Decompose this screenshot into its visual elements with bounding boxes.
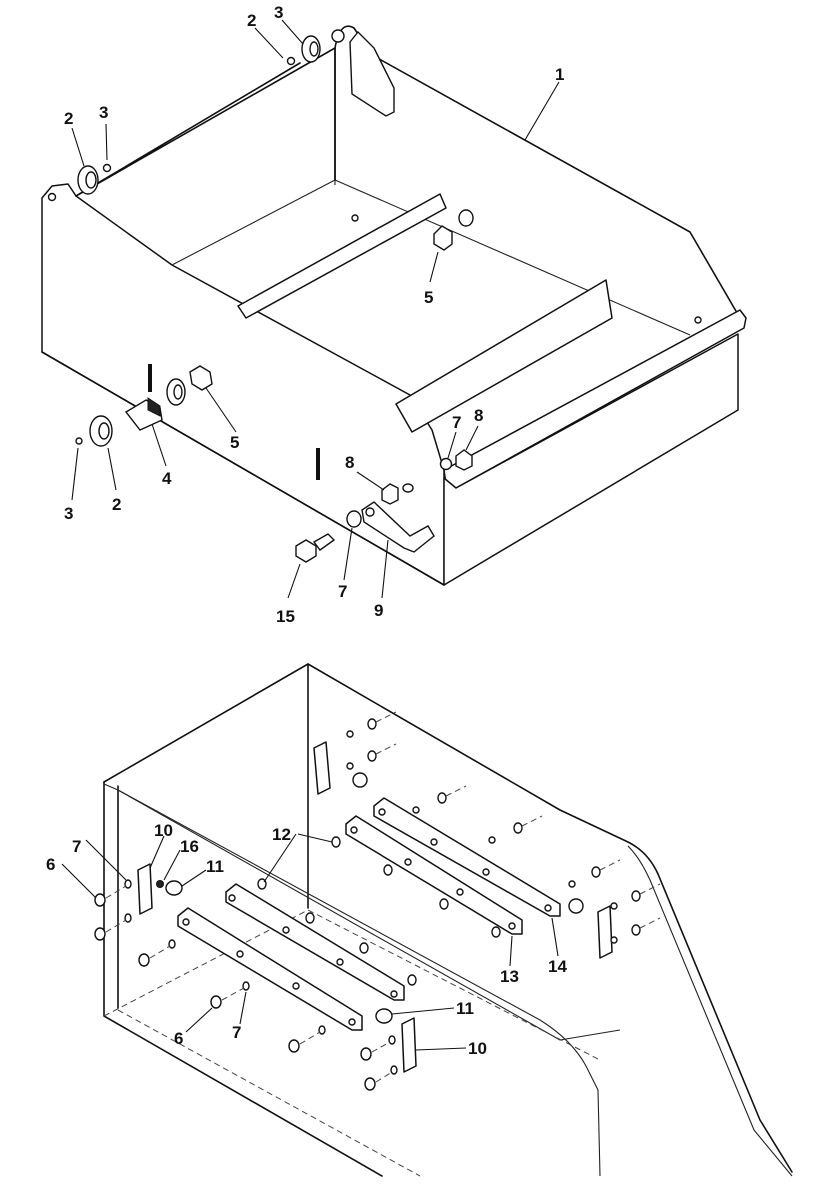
bolt-15 <box>295 533 336 563</box>
bottom-assembly: 7 10 6 16 11 12 13 14 6 7 11 10 <box>46 663 793 1177</box>
threaded-shaft-4 <box>124 378 186 431</box>
callout-3: 3 <box>64 504 73 523</box>
callout-4: 4 <box>162 469 172 488</box>
callout-5: 5 <box>424 288 433 307</box>
callout-1: 1 <box>555 65 564 84</box>
slot <box>148 364 152 392</box>
clip-3 <box>102 163 112 173</box>
callout-5: 5 <box>230 433 239 452</box>
rail-14 <box>373 797 561 917</box>
callout-3: 3 <box>99 103 108 122</box>
rail-13 <box>345 815 523 935</box>
callout-15: 15 <box>276 607 295 626</box>
callout-8: 8 <box>345 453 354 472</box>
bracket-10 <box>401 1017 417 1073</box>
washer-7 <box>439 457 453 471</box>
callout-7: 7 <box>338 582 347 601</box>
rail-lower-2 <box>177 907 363 1031</box>
callout-13: 13 <box>500 967 519 986</box>
callout-10: 10 <box>468 1039 487 1058</box>
callout-7: 7 <box>452 413 461 432</box>
nut-8 <box>455 449 473 471</box>
washer-7 <box>346 510 362 528</box>
callout-16: 16 <box>180 837 199 856</box>
pulley-2-top <box>301 35 321 63</box>
callout-7: 7 <box>232 1023 241 1042</box>
pulley-2-rear <box>77 165 99 195</box>
screws <box>94 711 661 1091</box>
callout-12: 12 <box>272 825 291 844</box>
top-assembly: 1 2 3 2 3 5 5 4 3 2 7 8 8 15 7 9 <box>41 3 747 626</box>
rail-lower-1 <box>225 883 405 1001</box>
callout-6: 6 <box>46 855 55 874</box>
callout-14: 14 <box>548 957 567 976</box>
callout-9: 9 <box>374 601 383 620</box>
nut-5 <box>433 225 453 251</box>
callout-11: 11 <box>456 999 474 1018</box>
bumper-11 <box>352 772 368 788</box>
center-divider <box>237 193 447 319</box>
bumper-11 <box>375 1008 393 1024</box>
bumper-11 <box>568 898 584 914</box>
callout-8: 8 <box>474 406 483 425</box>
washer-16 <box>156 880 164 888</box>
clip-3 <box>75 437 83 445</box>
knob <box>331 29 345 43</box>
hanger-lug <box>349 30 395 117</box>
callout-3: 3 <box>274 3 283 22</box>
chute-outline <box>103 663 793 1173</box>
bracket-10 <box>313 741 331 795</box>
bracket-10 <box>137 863 153 915</box>
pulley-2-front <box>89 415 113 447</box>
front-divider <box>395 279 613 433</box>
nut-5 <box>458 209 474 227</box>
slot <box>316 448 320 480</box>
back-panel <box>75 47 336 197</box>
callout-10: 10 <box>154 821 173 840</box>
callout-2: 2 <box>64 109 73 128</box>
right-side-panel <box>334 25 741 319</box>
callout-6: 6 <box>174 1029 183 1048</box>
clip-3 <box>286 56 296 66</box>
bracket-10 <box>597 905 613 959</box>
nut-8 <box>381 483 399 505</box>
tray-floor <box>171 179 691 336</box>
callout-11: 11 <box>206 857 224 876</box>
callout-2: 2 <box>247 11 256 30</box>
nut-5 <box>189 365 213 391</box>
bumper-11 <box>165 880 183 896</box>
callout-2: 2 <box>112 495 121 514</box>
callout-7: 7 <box>72 837 81 856</box>
latch-bracket-9 <box>361 501 435 553</box>
